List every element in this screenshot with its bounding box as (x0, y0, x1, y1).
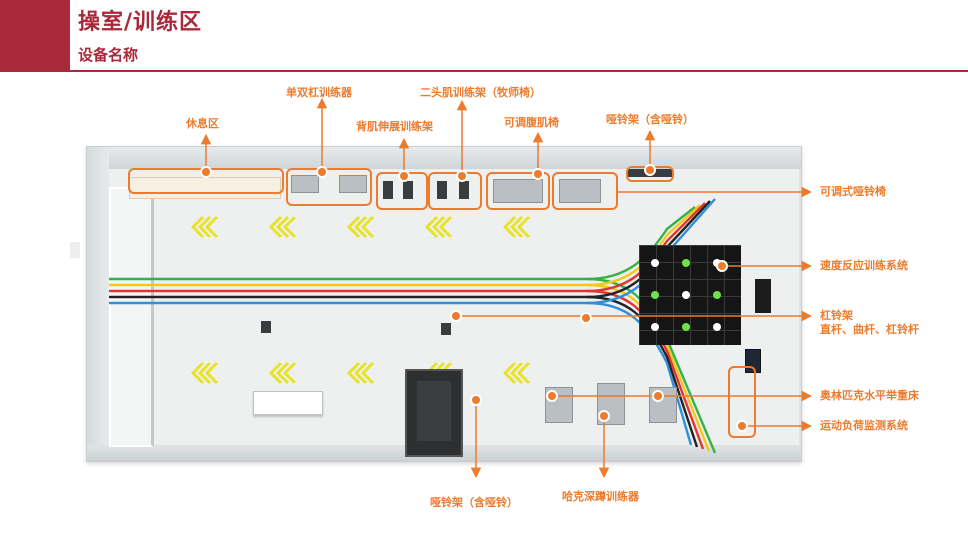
lane-line-lower (586, 295, 699, 448)
reaction-light-icon (651, 323, 659, 331)
chevron-left-floor-icon (346, 215, 375, 239)
floor-chevrons (190, 215, 531, 385)
rest-bench (253, 391, 323, 415)
biceps-rack-marker-icon (456, 170, 468, 182)
parallel-bars-marker-icon (316, 166, 328, 178)
dumbbell-rack-bottom-marker-icon (470, 394, 482, 406)
label-parallel-bars: 单双杠训练器 (286, 86, 352, 99)
chevron-left-floor-icon (190, 215, 219, 239)
label-barbell-rack: 杠铃架 (820, 309, 853, 322)
label-adjustable-bench: 可调式哑铃椅 (820, 185, 886, 198)
page-title: 操室/训练区 (78, 10, 203, 35)
label-biceps-rack: 二头肌训练架（牧师椅） (420, 86, 541, 99)
room-wall-left (87, 147, 109, 461)
rest-area-marker-icon (200, 166, 212, 178)
chevron-left-floor-icon (424, 215, 453, 239)
weightlifting-platform (405, 369, 463, 457)
room-wall-top (87, 147, 801, 169)
parallel-bars-unit-b (339, 175, 367, 193)
training-room-plan (86, 146, 802, 462)
adjustable-bench-unit (559, 179, 601, 203)
lane-line-lower (586, 289, 705, 450)
back-extension-marker-icon (398, 170, 410, 182)
olympic-bench-marker-b-icon (652, 390, 664, 402)
parallel-bars-unit-a (291, 175, 319, 193)
back-extension-b (403, 181, 413, 199)
reaction-light-icon (713, 323, 721, 331)
back-extension-a (383, 181, 393, 199)
dumbbell-rack-top-marker-icon (644, 164, 656, 176)
hack-squat-marker-icon (598, 410, 610, 422)
reaction-system-marker-icon (716, 260, 728, 272)
platform-inner (417, 381, 451, 441)
load-monitor-highlight (728, 366, 756, 438)
chevron-left-floor-icon (190, 361, 219, 385)
lane-line-lower (586, 301, 693, 446)
label-rest-area: 休息区 (186, 117, 219, 130)
small-stool-b (441, 323, 451, 335)
chevron-left-floor-icon (346, 361, 375, 385)
chevron-left-floor-icon (502, 361, 531, 385)
label-reaction-system: 速度反应训练系统 (820, 259, 908, 272)
ab-bench-unit (493, 179, 543, 203)
reaction-light-icon (651, 291, 659, 299)
parallel-bars-highlight (286, 168, 372, 206)
brand-color-block (0, 0, 70, 72)
header-band (0, 0, 968, 72)
biceps-rack-b (459, 181, 469, 199)
biceps-rack-highlight (428, 172, 482, 210)
label-dumbbell-rack-bottom: 哑铃架（含哑铃） (430, 496, 518, 509)
adjustable-bench-highlight (552, 172, 618, 210)
window-frame (109, 187, 154, 447)
page-subtitle: 设备名称 (78, 46, 139, 64)
reaction-light-icon (682, 323, 690, 331)
label-load-monitor: 运动负荷监测系统 (820, 419, 908, 432)
barbell-rack-marker-b-icon (580, 312, 592, 324)
olympic-bench-marker-a-icon (546, 390, 558, 402)
load-monitor-marker-icon (736, 420, 748, 432)
small-stool-a (261, 321, 271, 333)
label-hack-squat: 哈克深蹲训练器 (562, 490, 639, 503)
ab-bench-highlight (486, 172, 550, 210)
reaction-light-icon (651, 259, 659, 267)
ab-bench-marker-icon (532, 168, 544, 180)
chevron-left-floor-icon (502, 215, 531, 239)
wall-display-box (755, 279, 771, 313)
label-ab-bench: 可调腹肌椅 (504, 116, 559, 129)
label-back-extension: 背肌伸展训练架 (356, 120, 433, 133)
label-dumbbell-rack-top: 哑铃架（含哑铃） (606, 113, 694, 126)
reaction-light-icon (682, 291, 690, 299)
label-barbell-rack-sub: 直杆、曲杆、杠铃杆 (820, 323, 919, 336)
biceps-rack-a (437, 181, 447, 199)
chevron-left-floor-icon (268, 361, 297, 385)
reaction-light-icon (713, 291, 721, 299)
barbell-rack-marker-a-icon (450, 310, 462, 322)
left-edge-strip (70, 242, 80, 258)
chevron-left-floor-icon (268, 215, 297, 239)
label-olympic-bench: 奥林匹克水平举重床 (820, 389, 919, 402)
reaction-light-icon (682, 259, 690, 267)
title-divider (0, 70, 968, 72)
